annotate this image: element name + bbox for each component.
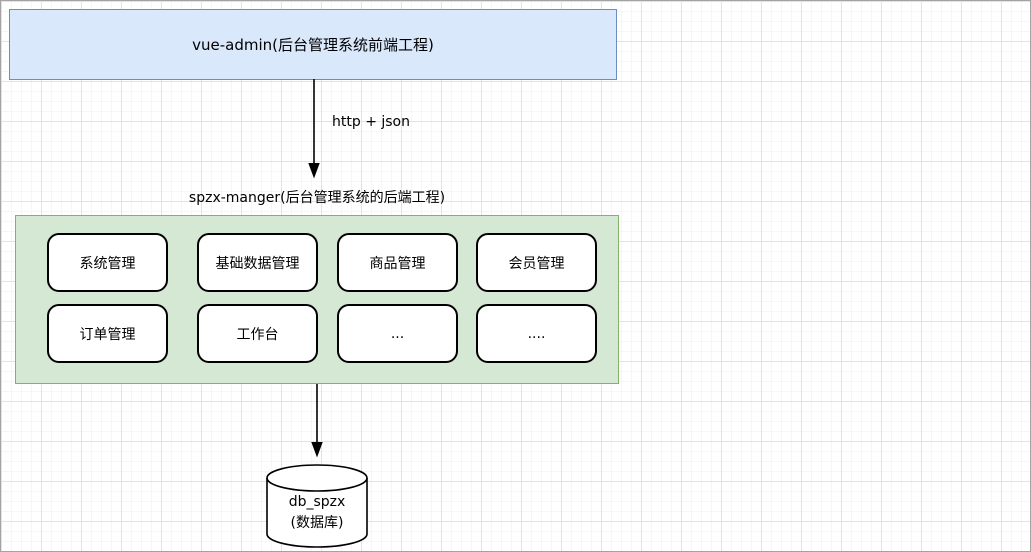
module-node-system: 系统管理 [47, 233, 168, 292]
database-subtitle: (数据库) [290, 515, 344, 531]
module-node-member: 会员管理 [476, 233, 597, 292]
http-json-edge-label: http + json [332, 114, 410, 130]
arrow-backend-to-database [311, 383, 323, 458]
module-node-ellipsis-2: .... [476, 304, 597, 363]
module-node-order: 订单管理 [47, 304, 168, 363]
database-cylinder-icon [266, 464, 368, 548]
backend-container-label: spzx-manger(后台管理系统的后端工程) [188, 190, 446, 206]
module-node-basedata: 基础数据管理 [197, 233, 318, 292]
module-node-workbench: 工作台 [197, 304, 318, 363]
module-node-product: 商品管理 [337, 233, 458, 292]
module-node-ellipsis-1: ... [337, 304, 458, 363]
frontend-node: vue-admin(后台管理系统前端工程) [9, 9, 617, 80]
database-name: db_spzx [288, 494, 346, 510]
arrow-frontend-to-backend [308, 79, 320, 179]
database-label: db_spzx (数据库) [255, 492, 379, 534]
backend-container: 系统管理 基础数据管理 商品管理 会员管理 订单管理 工作台 ... .... [15, 215, 619, 384]
